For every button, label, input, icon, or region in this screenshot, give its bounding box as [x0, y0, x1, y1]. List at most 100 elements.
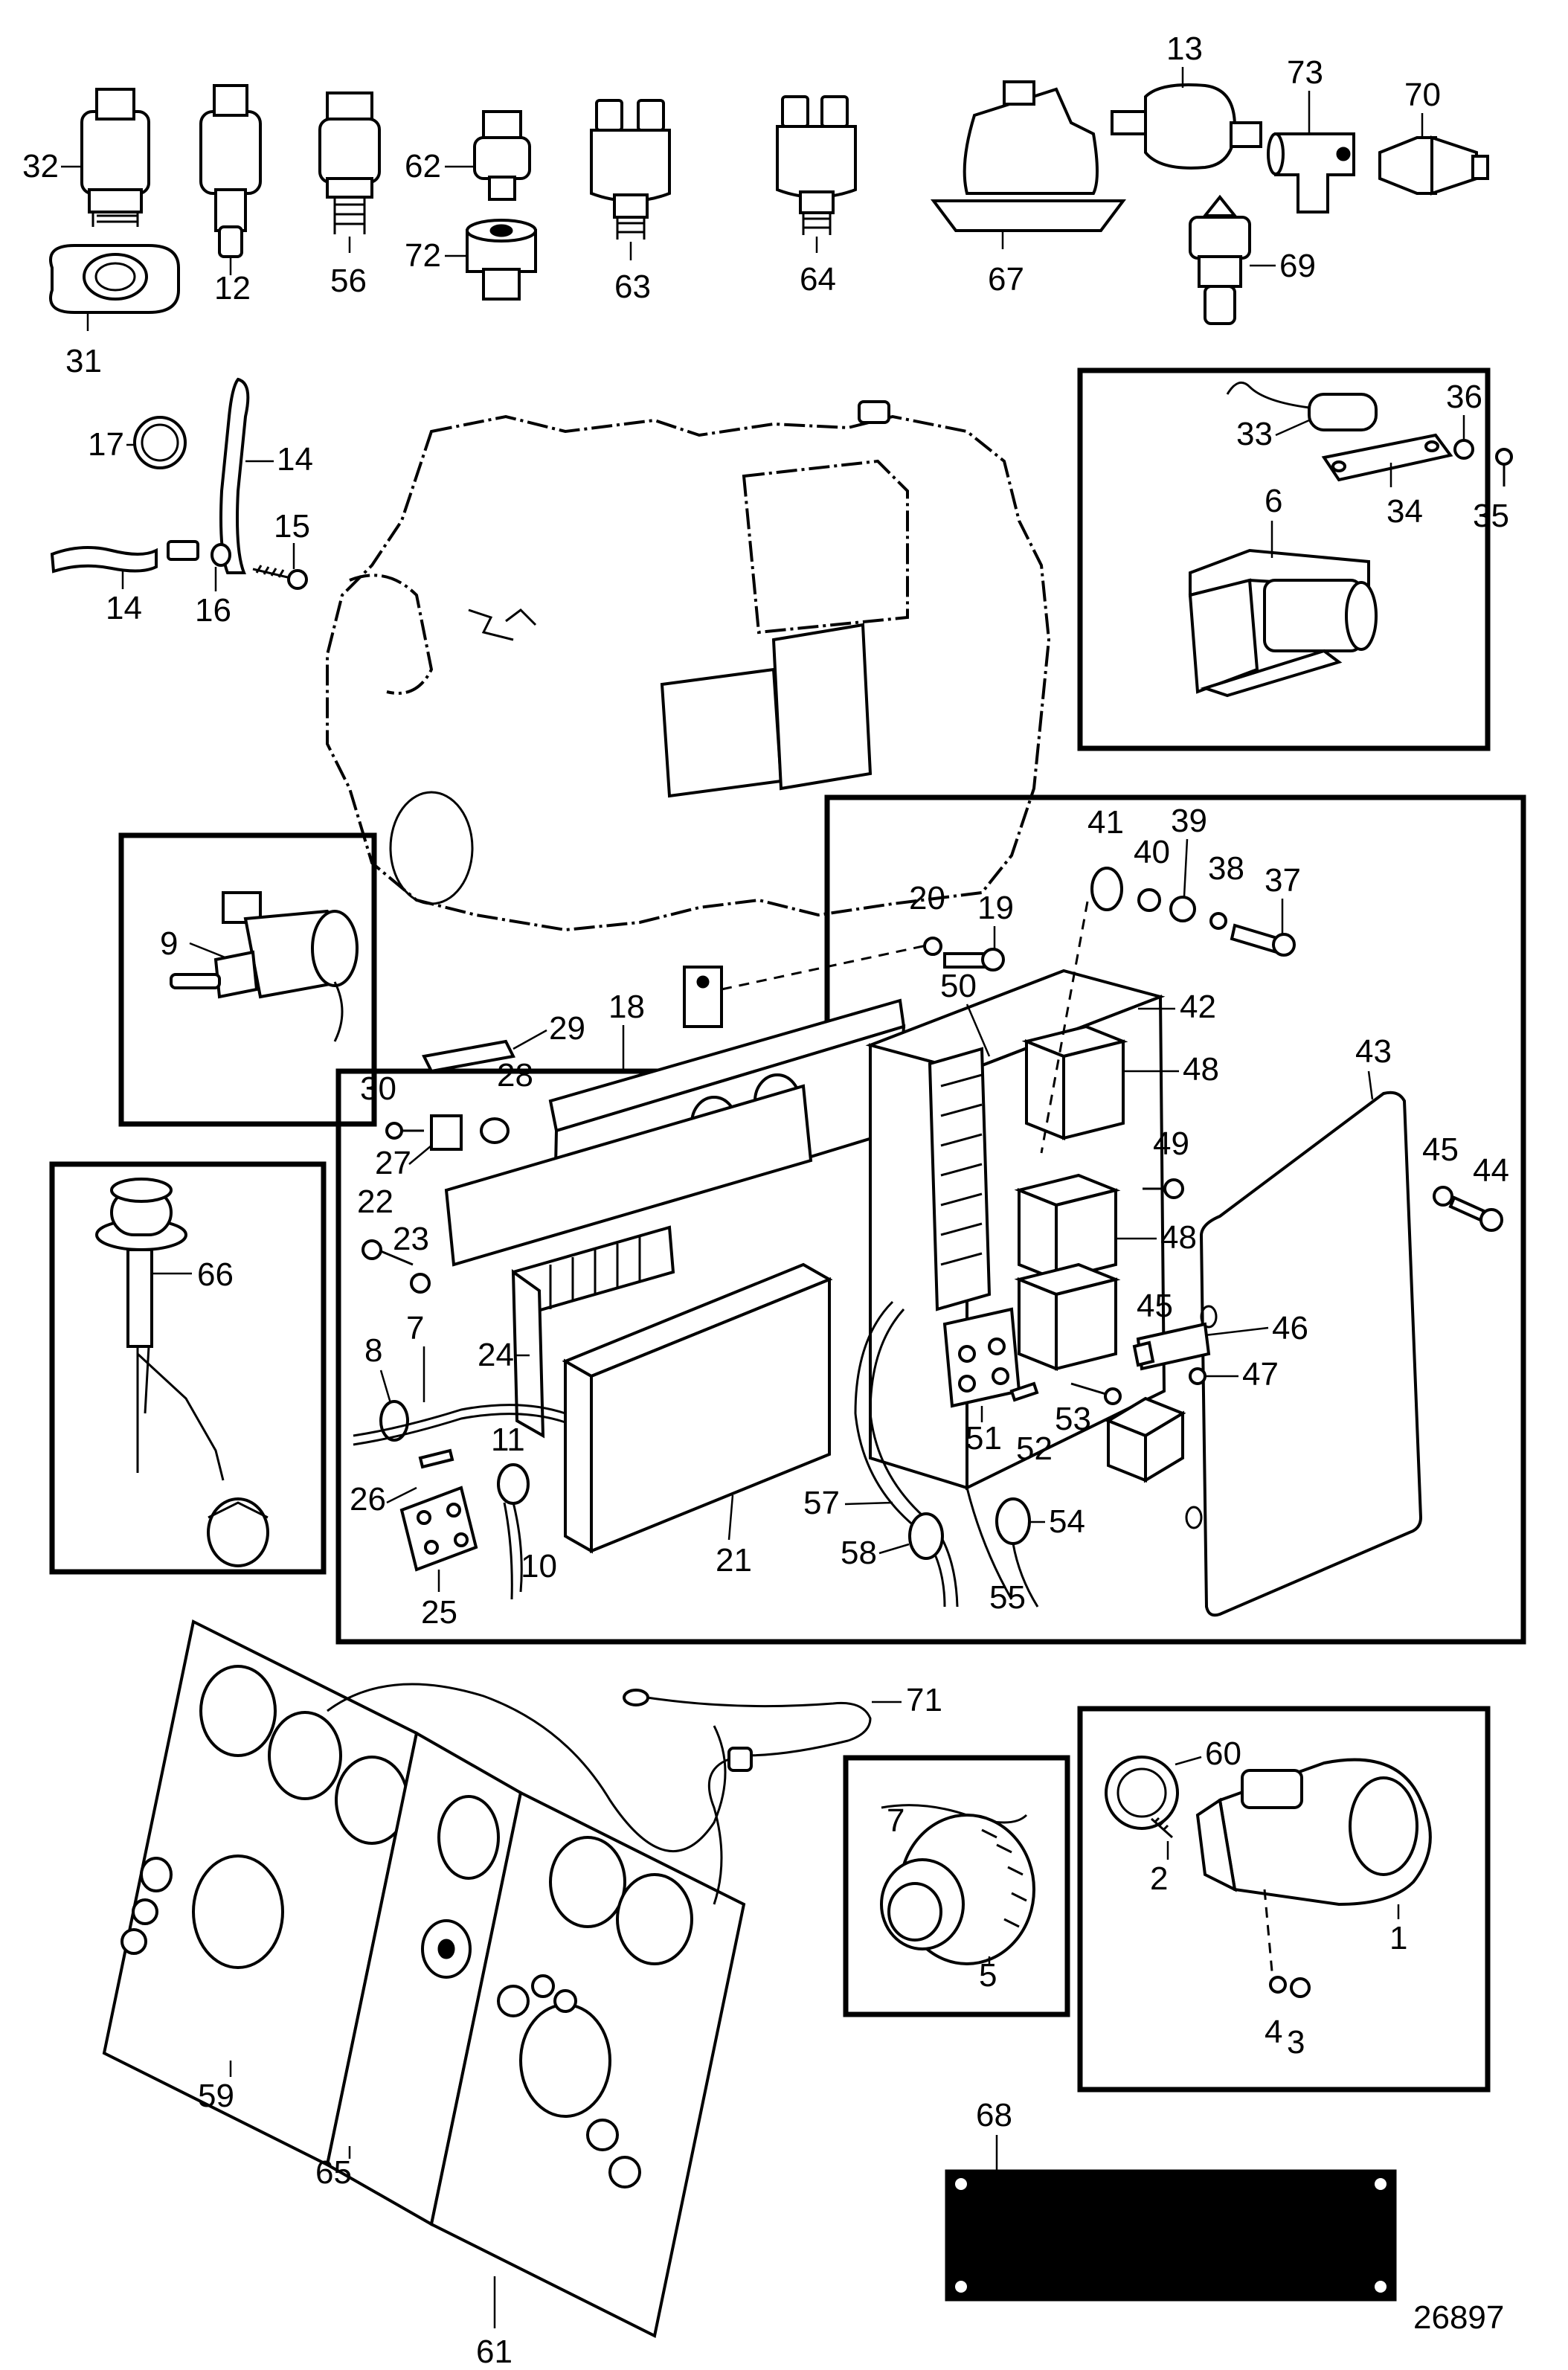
label-16: 16	[195, 592, 231, 629]
label-9: 9	[160, 925, 178, 962]
label-54: 54	[1049, 1503, 1085, 1540]
mounting-plate	[444, 1084, 813, 1267]
label-26: 26	[350, 1481, 386, 1518]
label-53: 53	[1055, 1401, 1091, 1437]
label-64: 64	[800, 261, 836, 298]
label-42: 42	[1180, 989, 1216, 1025]
sender-32: 32	[22, 88, 150, 227]
label-43: 43	[1355, 1033, 1392, 1070]
label-3: 3	[1287, 2024, 1305, 2061]
box-alternator-5	[843, 1755, 1070, 2017]
grommet-58: 58	[841, 1512, 944, 1571]
screw-49: 49	[1143, 1125, 1189, 1199]
label-6: 6	[1265, 483, 1282, 519]
label-48-lower: 48	[1160, 1219, 1197, 1256]
label-55: 55	[989, 1579, 1026, 1616]
label-25: 25	[421, 1594, 457, 1631]
washer-4: 4	[1265, 1976, 1287, 2050]
label-69: 69	[1279, 248, 1316, 284]
strap-14-lower: 14	[50, 546, 158, 626]
grommet-54: 54	[995, 1497, 1085, 1608]
label-41: 41	[1087, 804, 1124, 841]
clip-29: 29	[422, 1010, 585, 1073]
label-18: 18	[608, 989, 645, 1025]
figure-number: 26897	[1413, 2299, 1504, 2336]
fuse-26: 26	[350, 1448, 454, 1518]
label-30: 30	[360, 1070, 396, 1107]
screw-15: 15	[252, 508, 310, 590]
washer-38: 38	[1208, 850, 1244, 930]
label-21: 21	[716, 1542, 752, 1579]
bracket-34: 34	[1321, 433, 1453, 530]
label-38: 38	[1208, 850, 1244, 887]
washer-16: 16	[167, 540, 231, 629]
label-11: 11	[491, 1422, 525, 1458]
sender-13: 13	[1111, 30, 1262, 170]
dashed-leader-41	[1040, 901, 1089, 1154]
label-66: 66	[197, 1256, 234, 1293]
label-65: 65	[315, 2154, 352, 2191]
solenoid-9: 9	[160, 891, 359, 1042]
relay-48-middle: 48	[1014, 1173, 1197, 1282]
flange-31: 31	[49, 244, 180, 379]
label-63: 63	[614, 269, 651, 305]
panel-harness	[327, 1683, 727, 1852]
label-10: 10	[521, 1548, 557, 1584]
label-19: 19	[977, 890, 1014, 926]
label-2: 2	[1150, 1860, 1168, 1897]
box-solenoid-9	[118, 832, 377, 1127]
terminal-block-51: 51	[942, 1307, 1021, 1457]
label-5: 5	[979, 1957, 997, 1994]
label-33: 33	[1236, 416, 1273, 452]
box-relay-6	[1077, 367, 1491, 751]
sender-12: 12	[199, 84, 262, 306]
screw-22: 22	[357, 1184, 414, 1266]
label-52: 52	[1016, 1430, 1053, 1467]
label-71: 71	[906, 1682, 942, 1718]
label-59: 59	[198, 2078, 234, 2114]
sender-64: 64	[776, 95, 857, 298]
connector-45-46-47: 45 46 47	[1132, 1288, 1308, 1393]
relay-48-upper: 48	[1021, 1024, 1219, 1140]
cable-57: 57	[803, 1300, 959, 1608]
stud-2: 2	[1150, 1817, 1173, 1897]
grommet-8: 8	[364, 1332, 409, 1442]
label-50: 50	[940, 968, 977, 1004]
relay-box-small	[1105, 1396, 1186, 1483]
label-51: 51	[965, 1420, 1002, 1457]
label-34: 34	[1387, 493, 1423, 530]
relay-6: 6	[1188, 483, 1378, 698]
label-46: 46	[1272, 1310, 1308, 1346]
label-45-upper: 45	[1422, 1131, 1459, 1168]
clamp-17: 17	[88, 416, 187, 469]
adapter-72: 72	[405, 219, 537, 301]
label-24: 24	[478, 1337, 514, 1373]
label-32: 32	[22, 148, 59, 184]
label-29: 29	[549, 1010, 585, 1047]
label-23: 23	[393, 1221, 429, 1257]
nameplate-68: 68	[945, 2097, 1397, 2302]
control-unit-21: 21	[562, 1262, 833, 1579]
screw-37: 37	[1230, 862, 1301, 957]
grommet-11: 11	[491, 1422, 530, 1505]
label-61: 61	[476, 2334, 513, 2370]
relay-67: 67	[931, 80, 1126, 298]
sender-70: 70	[1378, 77, 1489, 196]
screw-19: 19	[943, 890, 1014, 972]
label-27: 27	[375, 1145, 411, 1181]
dashed-leader-starter	[1263, 1889, 1273, 1972]
label-15: 15	[274, 508, 310, 545]
fuse-52: 52	[1009, 1381, 1053, 1467]
label-31: 31	[65, 343, 102, 379]
label-7-cable: 7	[406, 1310, 424, 1346]
label-13: 13	[1166, 30, 1203, 67]
label-70: 70	[1404, 77, 1441, 113]
label-56: 56	[330, 263, 367, 299]
starter-motor-1: 1	[1195, 1758, 1432, 1956]
label-44: 44	[1473, 1152, 1509, 1189]
label-28: 28	[497, 1057, 533, 1094]
washer-45-right: 45	[1422, 1131, 1459, 1207]
label-57: 57	[803, 1485, 840, 1521]
label-68: 68	[976, 2097, 1012, 2133]
label-7-alternator: 7	[887, 1802, 905, 1839]
